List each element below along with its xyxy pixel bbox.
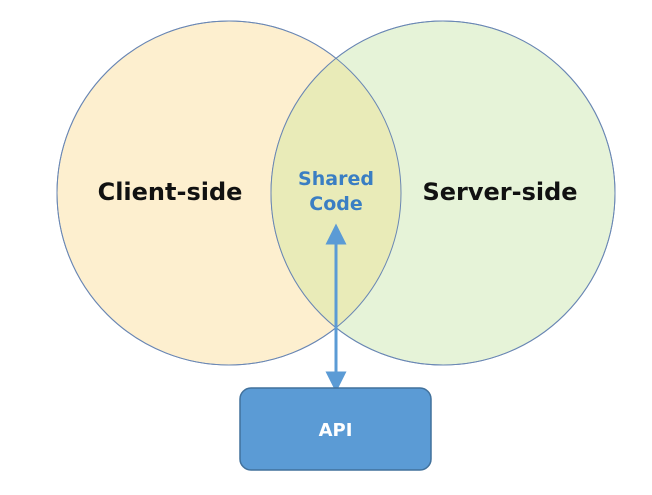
server-side-label: Server-side: [422, 178, 577, 206]
client-side-outline: [56, 20, 402, 366]
shared-code-intersection: [271, 21, 401, 365]
client-side-label: Client-side: [98, 178, 243, 206]
shared-code-label-line1: Shared: [298, 168, 374, 190]
shared-code-label-line2: Code: [309, 193, 362, 215]
api-label: API: [319, 420, 353, 441]
api-box: [239, 387, 432, 471]
server-side-outline: [270, 20, 616, 366]
